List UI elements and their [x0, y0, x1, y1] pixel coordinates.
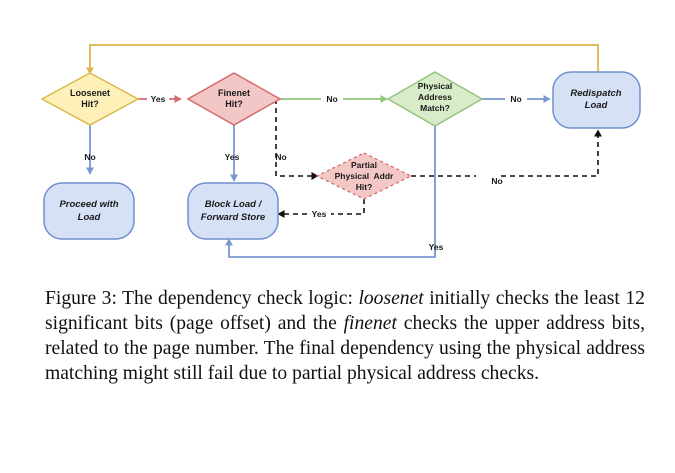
loosenet-yes-label: Yes: [151, 94, 166, 104]
partial-no-label: No: [491, 176, 502, 186]
partial-line-3: Hit?: [356, 182, 373, 192]
partial-yes-label: Yes: [312, 209, 327, 219]
physical-line-1: Physical: [418, 81, 453, 91]
caption-finenet-term: finenet: [343, 313, 397, 334]
proceed-line-1: Proceed with: [59, 199, 118, 210]
partial-no-edge: [411, 129, 602, 177]
finenet-line-2: Hit?: [225, 99, 243, 109]
partial-physical-addr-decision: Partial Physical Addr Hit?: [315, 152, 413, 200]
caption-part-2: initially checks the least 12 significan…: [45, 288, 645, 334]
physical-address-match-decision: Physical Address Match?: [386, 71, 484, 127]
block-line-1: Block Load /: [205, 199, 263, 210]
finenet-no-physical-label: No: [326, 94, 337, 104]
proceed-line-2: Load: [78, 212, 101, 223]
finenet-no-partial-label: No: [275, 152, 286, 162]
physical-line-2: Address: [418, 92, 452, 102]
physical-line-3: Match?: [420, 103, 450, 113]
loosenet-line-2: Hit?: [81, 99, 99, 109]
loosenet-hit-decision: Loosenet Hit?: [40, 72, 140, 126]
block-load-forward-store-node: Block Load / Forward Store: [187, 182, 279, 240]
redispatch-loop-edge: [86, 44, 599, 75]
physical-yes-edge: [225, 126, 436, 258]
redispatch-line-2: Load: [585, 100, 608, 111]
finenet-yes-label: Yes: [225, 152, 240, 162]
redispatch-line-1: Redispatch: [570, 88, 621, 99]
caption-part-1: Figure 3: The dependency check logic:: [45, 288, 359, 309]
partial-line-1: Partial: [351, 160, 377, 170]
loosenet-line-1: Loosenet: [70, 88, 110, 98]
physical-yes-label: Yes: [429, 242, 444, 252]
figure-caption: Figure 3: The dependency check logic: lo…: [45, 286, 645, 386]
redispatch-load-node: Redispatch Load: [552, 71, 641, 129]
caption-part-3: checks the upper address bits, related t…: [45, 313, 645, 384]
finenet-hit-decision: Finenet Hit?: [186, 72, 282, 126]
proceed-with-load-node: Proceed with Load: [43, 182, 135, 240]
partial-yes-edge: [277, 199, 365, 218]
dependency-check-flowchart: Yes No No Yes No No No Yes Yes Loosenet …: [40, 44, 641, 258]
finenet-no-partial-edge: [275, 99, 319, 180]
loosenet-no-label: No: [84, 152, 95, 162]
caption-loosenet-term: loosenet: [358, 288, 424, 309]
physical-no-label: No: [510, 94, 521, 104]
partial-line-2: Physical Addr: [335, 171, 394, 181]
block-line-2: Forward Store: [201, 212, 266, 223]
finenet-line-1: Finenet: [218, 88, 250, 98]
